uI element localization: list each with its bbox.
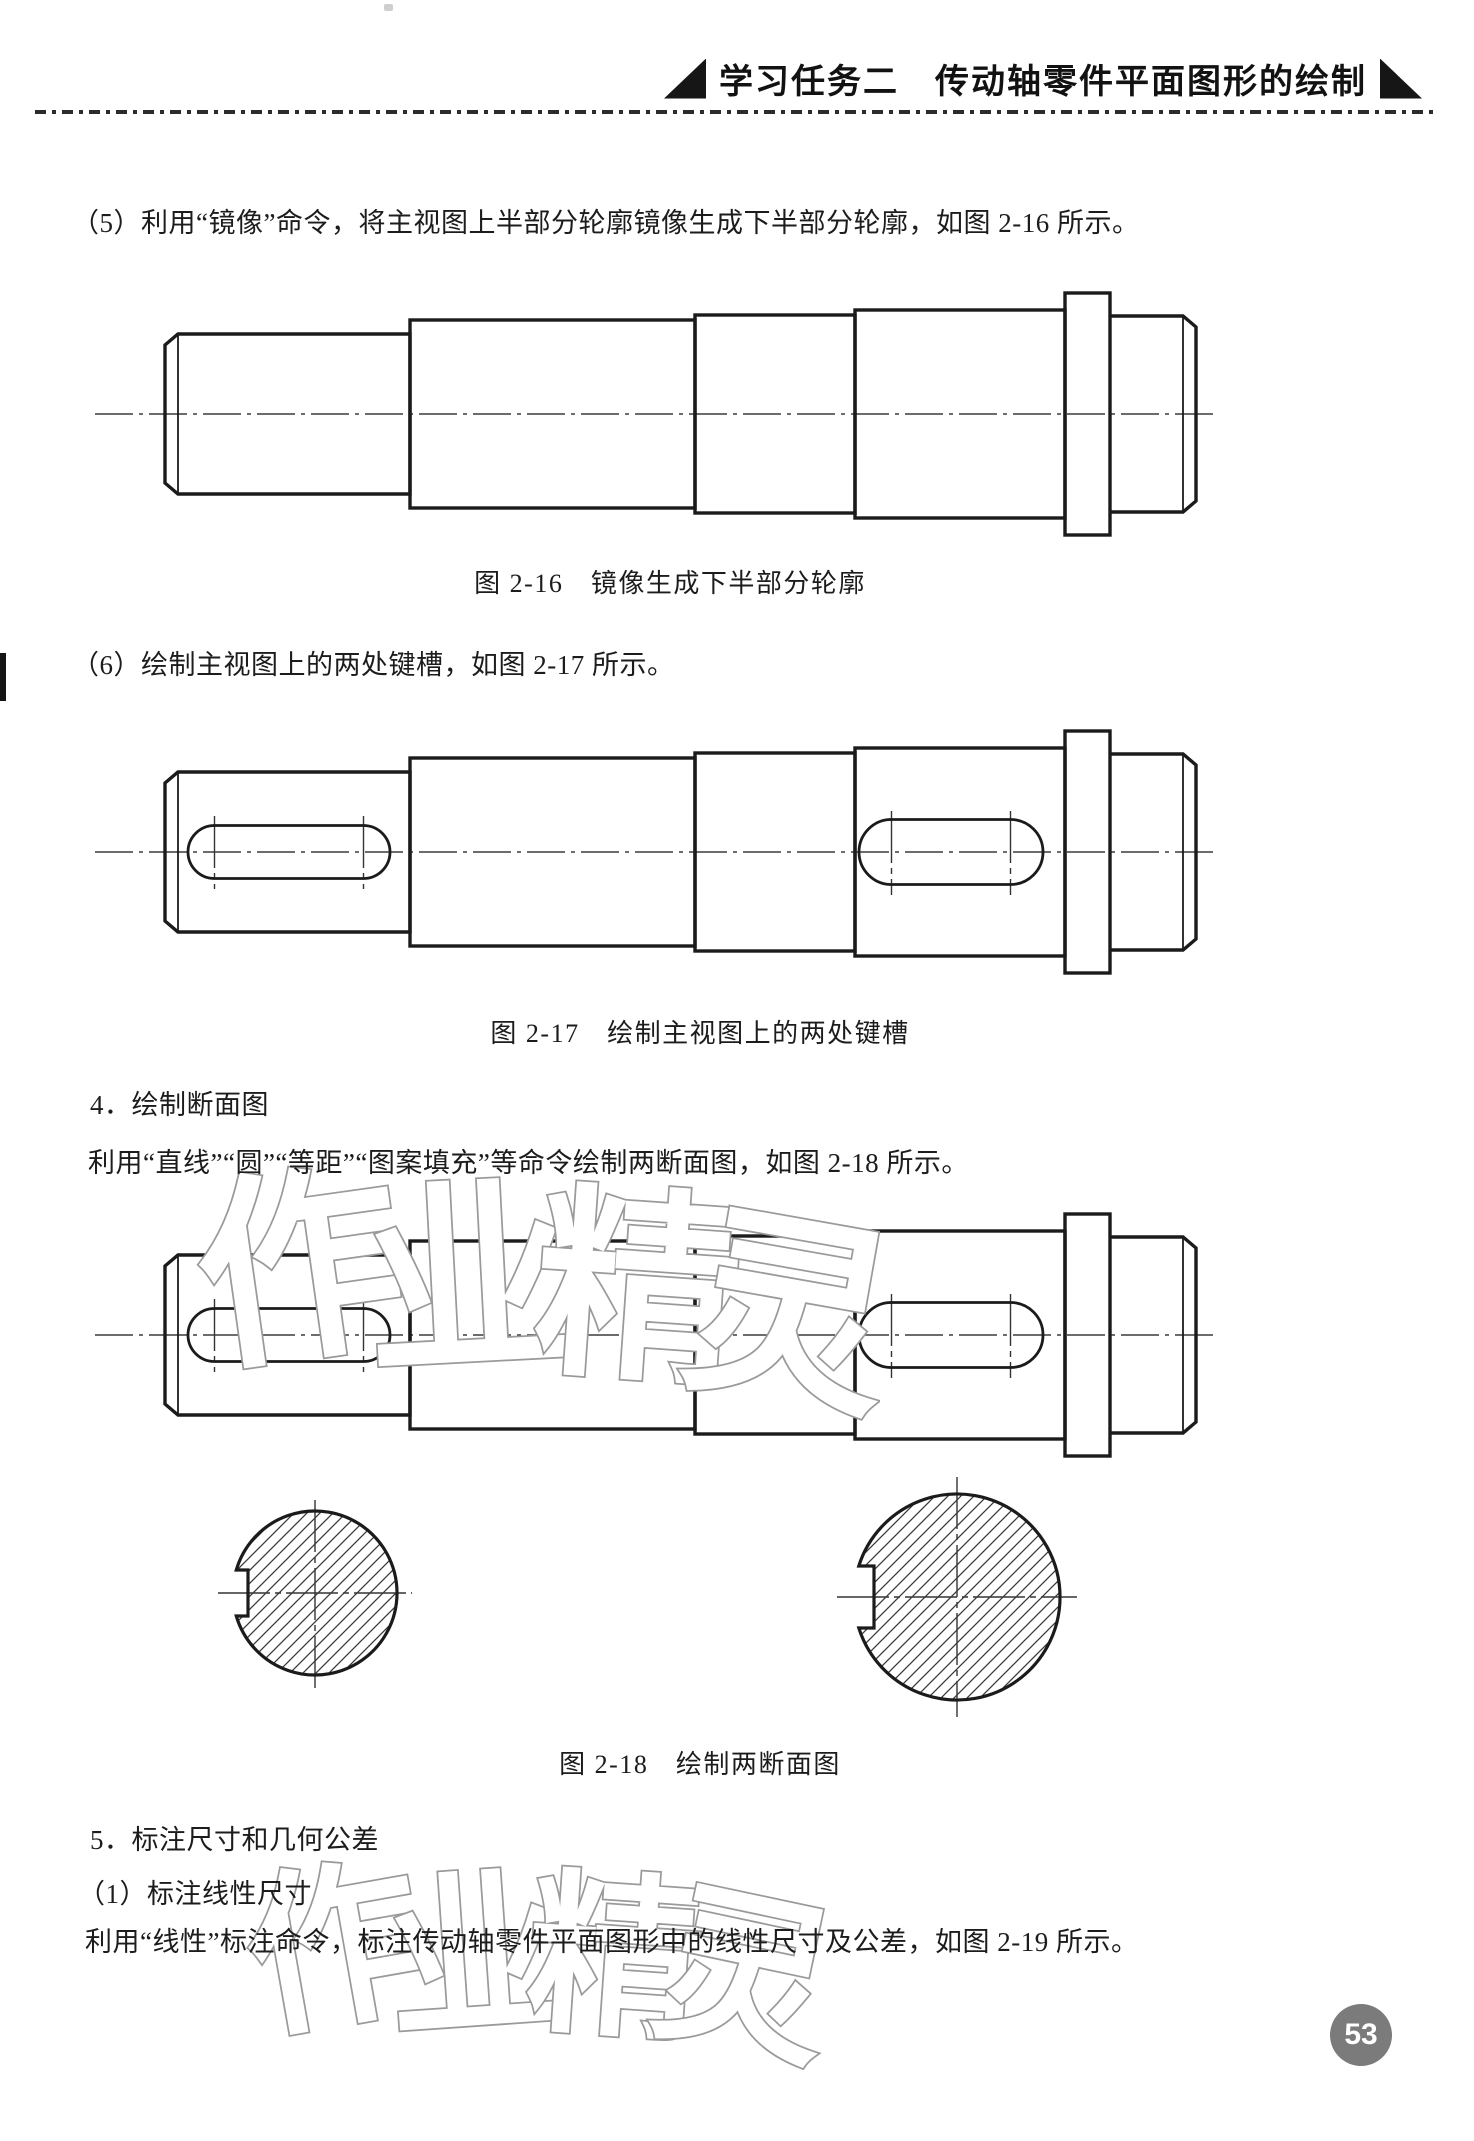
shaft-outline bbox=[163, 1212, 1198, 1458]
keyway-slot bbox=[857, 818, 1045, 886]
keyway-slot bbox=[186, 1307, 392, 1363]
figure-2-18-drawing bbox=[95, 1212, 1218, 1717]
figure-2-16-drawing bbox=[95, 291, 1218, 537]
keyways bbox=[186, 1294, 1045, 1378]
title-right-triangle-icon bbox=[1380, 58, 1422, 99]
watermark-char: 精 bbox=[521, 1857, 709, 2064]
keyways bbox=[186, 811, 1045, 895]
watermark-char: 作 bbox=[183, 1160, 418, 1398]
paragraph-step6: （6）绘制主视图上的两处键槽，如图 2-17 所示。 bbox=[72, 650, 675, 680]
watermark-char: 精 bbox=[528, 1169, 748, 1412]
scan-edge-mark bbox=[0, 653, 6, 701]
watermark-char: 作 bbox=[232, 1840, 438, 2061]
section-small-outline bbox=[234, 1509, 399, 1677]
figure-2-18-caption: 图 2-18 绘制两断面图 bbox=[559, 1750, 841, 1779]
figure-2-16-caption: 图 2-16 镜像生成下半部分轮廓 bbox=[474, 569, 866, 598]
flange bbox=[1063, 291, 1112, 537]
watermark-char: 灵 bbox=[669, 1184, 880, 1445]
watermark-overlay: 作 业 精 灵 bbox=[181, 1160, 880, 1447]
paragraph-5-1: 利用“线性”标注命令，标注传动轴零件平面图形中的线性尺寸及公差，如图 2-19 … bbox=[85, 1927, 1139, 1957]
shaft-outline bbox=[163, 291, 1198, 537]
title-left-triangle-icon bbox=[664, 58, 706, 99]
page-number-badge: 53 bbox=[1330, 2004, 1392, 2066]
heading-4: 4．绘制断面图 bbox=[90, 1090, 269, 1120]
page-title: 学习任务二 传动轴零件平面图形的绘制 bbox=[719, 63, 1367, 101]
section-view-small bbox=[218, 1500, 412, 1688]
keyway-slot bbox=[857, 1301, 1045, 1369]
heading-5: 5．标注尺寸和几何公差 bbox=[90, 1825, 379, 1855]
section-large-outline bbox=[856, 1492, 1062, 1702]
shaft-outline bbox=[163, 729, 1198, 975]
header-divider bbox=[35, 110, 1437, 114]
watermark-char: 业 bbox=[360, 1162, 577, 1401]
page-number: 53 bbox=[1344, 2018, 1378, 2051]
section-view-large bbox=[837, 1477, 1077, 1717]
scan-speck bbox=[384, 4, 393, 11]
flange bbox=[1063, 729, 1112, 975]
subheading-5-1: （1）标注线性尺寸 bbox=[78, 1879, 312, 1909]
header: 学习任务二 传动轴零件平面图形的绘制 bbox=[664, 54, 1422, 103]
flange bbox=[1063, 1212, 1112, 1458]
watermark-overlay: 作 业 精 灵 bbox=[230, 1840, 852, 2093]
paragraph-4: 利用“直线”“圆”“等距”“图案填充”等命令绘制两断面图，如图 2-18 所示。 bbox=[88, 1148, 969, 1178]
figure-2-17-drawing bbox=[95, 729, 1218, 975]
keyway-slot bbox=[186, 824, 392, 880]
paragraph-step5: （5）利用“镜像”命令，将主视图上半部分轮廓镜像生成下半部分轮廓，如图 2-16… bbox=[72, 208, 1140, 238]
watermark-char: 业 bbox=[381, 1855, 569, 2062]
figure-2-17-caption: 图 2-17 绘制主视图上的两处键槽 bbox=[490, 1019, 910, 1048]
watermark-char: 灵 bbox=[639, 1864, 851, 2091]
